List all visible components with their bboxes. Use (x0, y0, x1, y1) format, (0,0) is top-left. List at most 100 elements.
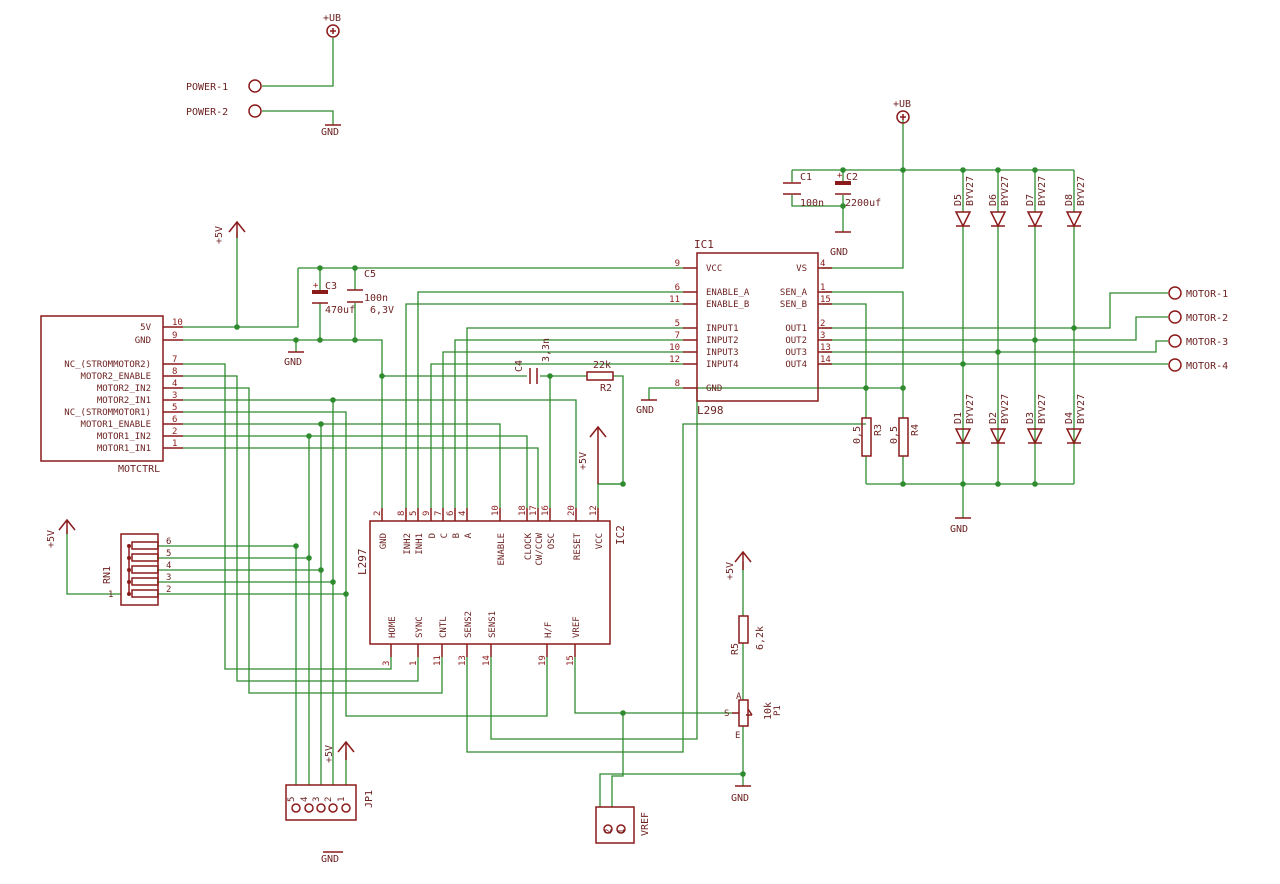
motctrl-pin-label: NC_(STROMMOTOR2) (64, 360, 151, 370)
motctrl-pin-number: 10 (172, 318, 183, 328)
svg-text:BYV27: BYV27 (1000, 176, 1011, 206)
svg-text:R3: R3 (873, 424, 884, 436)
resistor-r5: R5 6,2k (730, 615, 766, 655)
svg-text:10k: 10k (763, 702, 774, 720)
ic1-pin-number: 6 (675, 283, 680, 293)
svg-text:S: S (724, 709, 729, 719)
ic2-pin-label: CW/CCW (535, 532, 545, 565)
ic1-pin-label: INPUT1 (706, 324, 739, 334)
svg-text:VREF: VREF (640, 812, 651, 836)
ic2-pin-number: 10 (491, 505, 501, 516)
capacitor-c5: C5 100n 6,3V (347, 269, 394, 316)
ic1-pin-label: VCC (706, 264, 722, 274)
resistor-r3: 0,5 R3 (852, 417, 884, 457)
ic2-pin-label: INH2 (403, 533, 413, 555)
ic2-pin-number: 11 (433, 655, 443, 666)
svg-text:A: A (736, 692, 742, 702)
ic2-pin-label: RESET (573, 532, 583, 560)
svg-text:0,5: 0,5 (889, 426, 900, 444)
ic2-pin-number: 12 (589, 505, 599, 516)
ic2-pin-label: SENS1 (488, 611, 498, 638)
ic2-pin-number: 2 (373, 511, 383, 516)
svg-text:MOTCTRL: MOTCTRL (118, 464, 160, 475)
ic1-pin-number: 5 (675, 319, 680, 329)
junction-dots (234, 167, 1077, 777)
ic2-pin-number: 1 (409, 661, 419, 666)
motctrl-pin-number: 1 (172, 439, 177, 449)
ic2-pin-number: 7 (434, 511, 444, 516)
motctrl-pin-label: MOTOR2_IN1 (97, 396, 151, 406)
ic1-pin-number: 7 (675, 331, 680, 341)
motctrl-pin-label: MOTOR1_IN1 (97, 444, 151, 454)
ic2-pin-number: 3 (382, 661, 392, 666)
ic2-pin-label: H/F (544, 622, 554, 638)
ic1-pin-number: 15 (820, 295, 831, 305)
ic1-pin-label: INPUT2 (706, 336, 739, 346)
ub-supply-top: +UB (323, 13, 341, 38)
ic2-pin-label: VCC (595, 533, 605, 549)
svg-text:D2: D2 (988, 412, 999, 424)
svg-text:JP1: JP1 (364, 790, 375, 808)
motctrl-pin-label: MOTOR1_IN2 (97, 432, 151, 442)
svg-text:GND: GND (321, 127, 339, 138)
svg-text:BYV27: BYV27 (965, 394, 976, 424)
ic2-pin-label: A (464, 532, 474, 538)
svg-text:2: 2 (324, 797, 334, 802)
svg-text:BYV27: BYV27 (1076, 394, 1087, 424)
svg-text:+5V: +5V (578, 452, 589, 470)
ic1-pin-number: 9 (675, 259, 680, 269)
diodes-bottom: D1 BYV27 D2 BYV27 D3 BYV27 D4 BYV27 (953, 394, 1087, 445)
ic1-pin-label: SEN_A (780, 288, 808, 298)
svg-text:BYV27: BYV27 (965, 176, 976, 206)
ic1-pin-label: INPUT4 (706, 360, 739, 370)
motctrl-pin-number: 7 (172, 355, 177, 365)
svg-text:3,3n: 3,3n (541, 338, 552, 362)
ic2-pin-label: VREF (572, 616, 582, 638)
ic2-bottom-pins: 3HOME1SYNC11CNTL13SENS214SENS119H/F15VRE… (382, 611, 582, 666)
svg-text:5: 5 (287, 797, 297, 802)
resistor-network-rn1: RN1 1 2 3 4 5 6 (102, 533, 171, 606)
motctrl-pin-label: NC_(STROMMOTOR1) (64, 408, 151, 418)
svg-text:+: + (313, 281, 319, 291)
svg-text:1: 1 (337, 797, 347, 802)
svg-text:IC2: IC2 (614, 525, 627, 545)
svg-text:3: 3 (312, 797, 322, 802)
svg-text:C5: C5 (364, 269, 376, 280)
svg-text:+5V: +5V (725, 562, 736, 580)
motctrl-pin-number: 6 (172, 415, 177, 425)
vref-connector: 2 1 VREF (595, 806, 651, 844)
svg-text:C4: C4 (514, 360, 525, 372)
svg-text:4: 4 (300, 797, 310, 802)
ic1-pin-label: ENABLE_A (706, 288, 750, 298)
svg-text:D4: D4 (1064, 412, 1075, 424)
jumper-jp1: 5 4 3 2 1 JP1 (285, 784, 375, 821)
ic2-pin-number: 19 (538, 655, 548, 666)
ic1-pin-number: 13 (820, 343, 831, 353)
ic2-pin-number: 15 (566, 655, 576, 666)
ic1-pin-label: ENABLE_B (706, 300, 749, 310)
ic1-pin-number: 11 (669, 295, 680, 305)
svg-text:C2: C2 (846, 172, 858, 183)
power-terminal-2: POWER-2 (186, 104, 262, 118)
motctrl-pins: 105V9GND7NC_(STROMMOTOR2)8MOTOR2_ENABLE4… (64, 318, 183, 454)
svg-text:D1: D1 (953, 412, 964, 424)
svg-text:GND: GND (636, 405, 654, 416)
svg-text:R2: R2 (600, 383, 612, 394)
resistor-r4: 0,5 R4 (889, 417, 921, 457)
svg-text:GND: GND (950, 524, 968, 535)
ic2-pin-label: INH1 (415, 533, 425, 555)
motctrl-pin-number: 5 (172, 403, 177, 413)
diodes-top: D5 BYV27 D6 BYV27 D7 BYV27 D8 BYV27 (953, 176, 1087, 228)
capacitor-c3: + C3 470uf (312, 281, 355, 316)
ic1-pin-number: 2 (820, 319, 825, 329)
ic2-pin-label: GND (379, 533, 389, 549)
svg-text:D5: D5 (953, 194, 964, 206)
ic2-pin-label: HOME (388, 616, 398, 638)
ic2-pin-number: 13 (458, 655, 468, 666)
svg-text:6,2k: 6,2k (755, 626, 766, 650)
svg-text:1: 1 (108, 590, 113, 600)
ic2-pin-label: SYNC (415, 616, 425, 638)
svg-text:+UB: +UB (893, 99, 911, 110)
svg-text:1: 1 (617, 829, 627, 834)
